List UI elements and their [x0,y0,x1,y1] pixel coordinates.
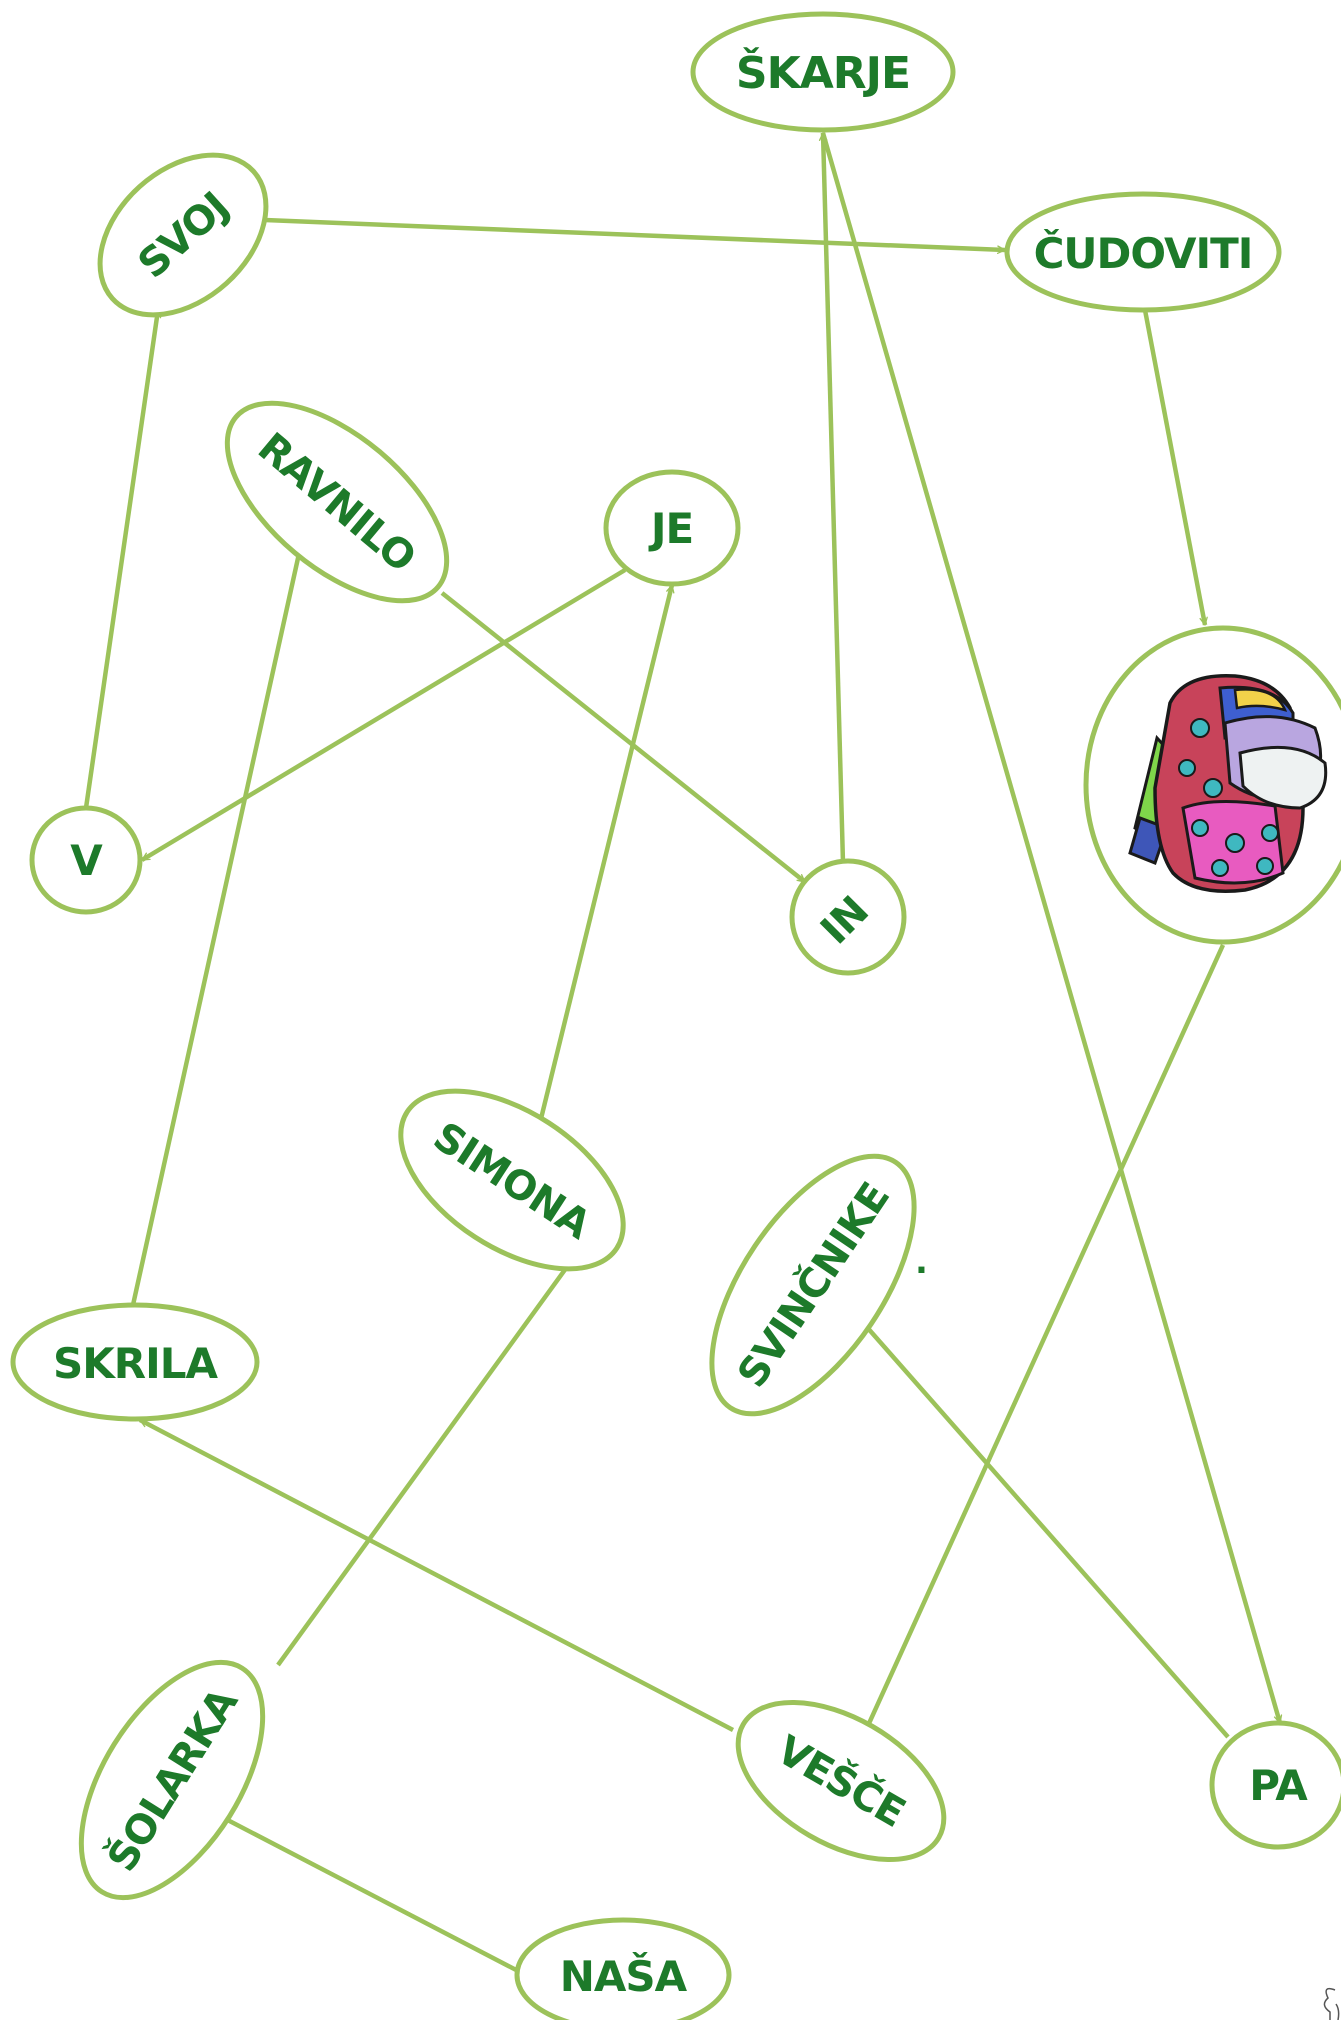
node-nasa-label: NAŠA [560,1951,688,2001]
node-je-label: JE [648,504,693,553]
node-solarka: ŠOLARKA [78,1659,266,1901]
node-cudoviti-label: ČUDOVITI [1034,228,1253,278]
arrow-pa-to-svincnike [856,1315,1230,1739]
arrow-skrila-to-ravnilo [130,539,305,1306]
node-svincnike: SVINČNIKE [709,1153,917,1417]
arrow-nasa-to-solarka [216,1813,522,1974]
arrow-skarje-to-pa [820,132,1283,1724]
node-vesce: VEŠČE [735,1699,947,1863]
node-nasa: NAŠA [514,1917,732,2020]
arrow-svoj-to-cudoviti [264,217,1006,254]
arrow-ravnilo-to-in [440,591,807,884]
node-je: JE [603,469,741,587]
node-pa: PA [1209,1720,1341,1850]
arrow-v-to-svoj [83,309,162,809]
arrow-backpack-to-vesce [863,944,1226,1731]
node-svoj: SVOJ [97,152,269,318]
corner-scribble [1323,1987,1340,2020]
backpack-icon [1128,673,1328,893]
arrow-simona-to-je [534,584,675,1136]
arrow-cudoviti-to-backpack [1142,309,1208,626]
node-pa-label: PA [1249,1761,1308,1810]
node-simona: SIMONA [398,1088,626,1272]
node-skrila-label: SKRILA [53,1339,219,1388]
node-in: IN [789,858,907,976]
node-backpack [1083,625,1341,945]
node-ravnilo: RAVNILO [224,400,450,604]
arrow-in-to-skarje [818,132,846,864]
arrow-vesce-to-skrila [138,1418,735,1732]
node-cudoviti: ČUDOVITI [1004,191,1282,313]
node-skarje: ŠKARJE [690,11,956,133]
node-period-label: . [915,1242,927,1282]
node-v-label: V [70,836,103,885]
node-skarje-label: ŠKARJE [736,46,910,99]
node-skrila: SKRILA [10,1302,260,1422]
node-v: V [29,805,143,915]
arrow-je-to-v [140,568,627,862]
arrow-solarka-to-simona [276,1258,574,1667]
